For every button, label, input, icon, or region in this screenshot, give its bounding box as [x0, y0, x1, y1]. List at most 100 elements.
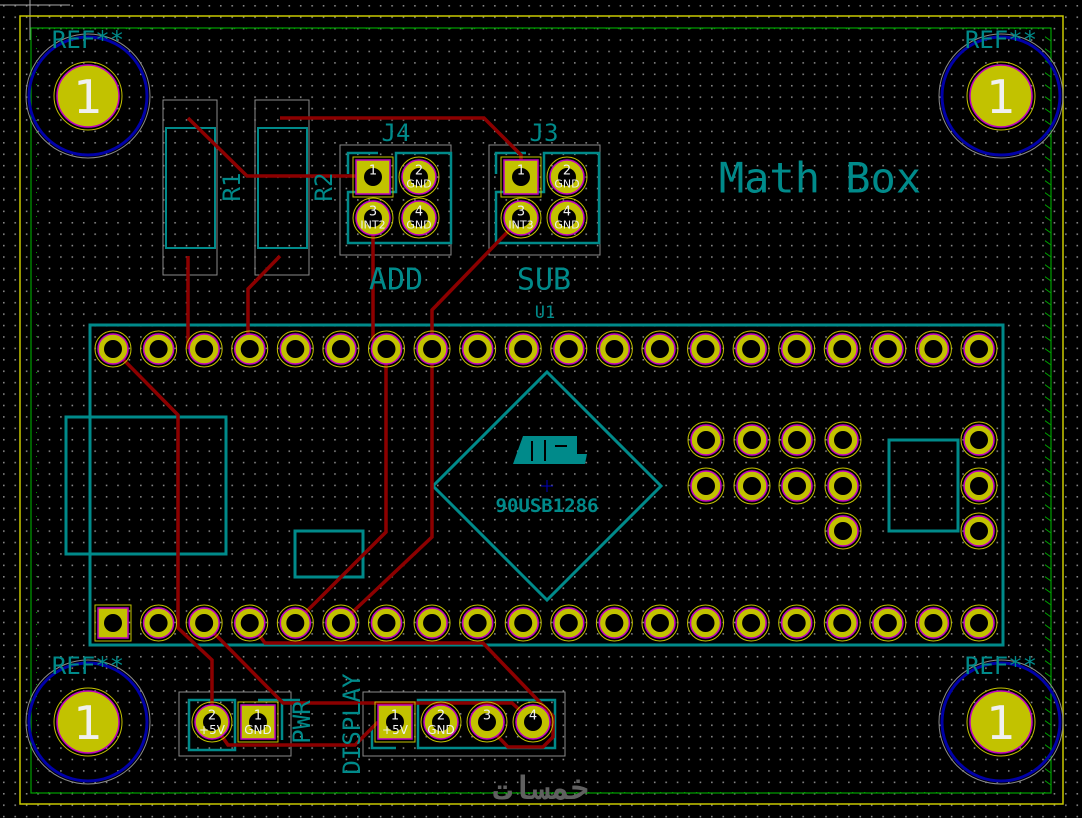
- drill-hole: [787, 340, 806, 358]
- mcu-chip-label: 90USB1286: [496, 495, 599, 517]
- drill-hole: [104, 614, 122, 632]
- mounting-hole-pad[interactable]: [969, 690, 1033, 754]
- copper-trace[interactable]: [246, 254, 282, 349]
- mounting-hole-pad[interactable]: [56, 64, 120, 128]
- u1-pin-extra-clearance: [960, 467, 998, 505]
- drill-hole: [787, 614, 806, 632]
- u1-pin-top-clearance: [231, 330, 269, 368]
- copper-trace[interactable]: [111, 347, 214, 722]
- mounting-hole-courtyard: [938, 33, 1064, 159]
- u1-pin-extra-clearance: [960, 512, 998, 550]
- drill-hole: [878, 614, 897, 632]
- drill-hole: [878, 340, 897, 358]
- u1-pin-top-clearance: [459, 330, 497, 368]
- drill-hole: [149, 340, 168, 358]
- pad-number: 3: [369, 205, 377, 220]
- pad-net-name: GND: [244, 723, 272, 737]
- u1-pin-bottom-clearance: [459, 604, 497, 642]
- drill-hole: [203, 713, 221, 731]
- drill-hole: [833, 614, 852, 632]
- drill-hole: [386, 713, 404, 731]
- drill-hole: [286, 340, 305, 358]
- pad-number: 1: [369, 164, 377, 179]
- u1-pin-bottom-clearance: [413, 604, 451, 642]
- drill-hole: [558, 168, 576, 186]
- j3-pad-3-clearance: [500, 197, 542, 239]
- drill-hole: [524, 713, 542, 731]
- u1-pin-top-clearance: [185, 330, 223, 368]
- u1-pin-top-clearance: [687, 330, 725, 368]
- mounting-hole-pad[interactable]: [969, 64, 1033, 128]
- u1-pin-top-clearance: [778, 330, 816, 368]
- u1-pin-extra-clearance: [733, 421, 771, 459]
- u1-pin-extra-clearance: [687, 421, 725, 459]
- pad-number: 3: [483, 709, 491, 724]
- copper-trace[interactable]: [186, 116, 373, 178]
- drill-hole: [364, 209, 382, 227]
- crystal-outline: [887, 438, 960, 533]
- copper-trace[interactable]: [300, 349, 388, 618]
- pwr-pad-2-clearance: [237, 701, 279, 743]
- drill-hole: [743, 477, 761, 495]
- drill-hole: [834, 477, 852, 495]
- u1-pin-bottom-clearance: [140, 604, 178, 642]
- pad-number: 3: [517, 205, 525, 220]
- drill-hole: [697, 477, 715, 495]
- drill-hole: [834, 522, 852, 540]
- drill-hole: [432, 713, 450, 731]
- j4-ref: J4: [382, 119, 411, 147]
- mounting-hole-clearance: [966, 61, 1036, 131]
- drill-hole: [924, 340, 943, 358]
- u1-pin-bottom-clearance: [94, 604, 132, 642]
- drill-hole: [788, 477, 806, 495]
- u1-pin-bottom-clearance: [914, 604, 952, 642]
- u1-pin-extra-clearance: [778, 467, 816, 505]
- u1-pin-top-clearance: [140, 330, 178, 368]
- u1-pin-top-clearance: [914, 330, 952, 368]
- drill-hole: [423, 614, 442, 632]
- mounting-hole-ref: REF**: [52, 26, 124, 54]
- u1-pin-bottom-clearance: [732, 604, 770, 642]
- resistor-ref-r2: R2: [310, 173, 338, 202]
- j4-value: ADD: [369, 263, 423, 298]
- pad-number: 2: [208, 709, 216, 724]
- j4-pad-1[interactable]: [355, 159, 391, 195]
- u1-pin-top-clearance: [550, 330, 588, 368]
- pad-number: 4: [415, 205, 423, 220]
- display-courtyard: [362, 691, 566, 757]
- resistor-courtyard: [162, 99, 218, 276]
- resistor-outline: [165, 127, 216, 249]
- pad-net-name: GND: [406, 219, 431, 232]
- j4-pad-1-clearance: [352, 156, 394, 198]
- j3-pad-4-clearance: [546, 197, 588, 239]
- mounting-hole-pad-number: 1: [73, 696, 102, 750]
- drill-hole: [696, 614, 715, 632]
- j4-pad-2-clearance: [398, 156, 440, 198]
- pad-net-name: GND: [554, 219, 579, 232]
- j3-value: SUB: [517, 263, 571, 298]
- u1-pin-top-clearance: [94, 330, 132, 368]
- drill-hole: [650, 614, 669, 632]
- drill-hole: [423, 340, 442, 358]
- drill-hole: [377, 340, 396, 358]
- u1-pin-top-clearance: [322, 330, 360, 368]
- u1-pin-extra-clearance: [824, 512, 862, 550]
- u1-pin-bottom-clearance: [322, 604, 360, 642]
- drill-hole: [605, 614, 624, 632]
- copper-trace[interactable]: [339, 349, 434, 625]
- drill-hole: [970, 522, 988, 540]
- u1-pin-bottom-clearance: [823, 604, 861, 642]
- u1-pin-extra-clearance: [778, 421, 816, 459]
- mcu-chip-outline: [430, 369, 664, 603]
- u1-pin-bottom-clearance: [960, 604, 998, 642]
- u1-pin-top-clearance: [869, 330, 907, 368]
- pad-net-name: INT2: [360, 219, 385, 232]
- drill-hole: [195, 340, 214, 358]
- pwr-pad-1-clearance: [191, 701, 233, 743]
- u1-pin-top-clearance: [960, 330, 998, 368]
- mounting-hole-pad[interactable]: [56, 690, 120, 754]
- mounting-hole-keepout: [940, 35, 1062, 157]
- u1-pin-bottom-clearance: [550, 604, 588, 642]
- pad-net-name: GND: [554, 178, 579, 191]
